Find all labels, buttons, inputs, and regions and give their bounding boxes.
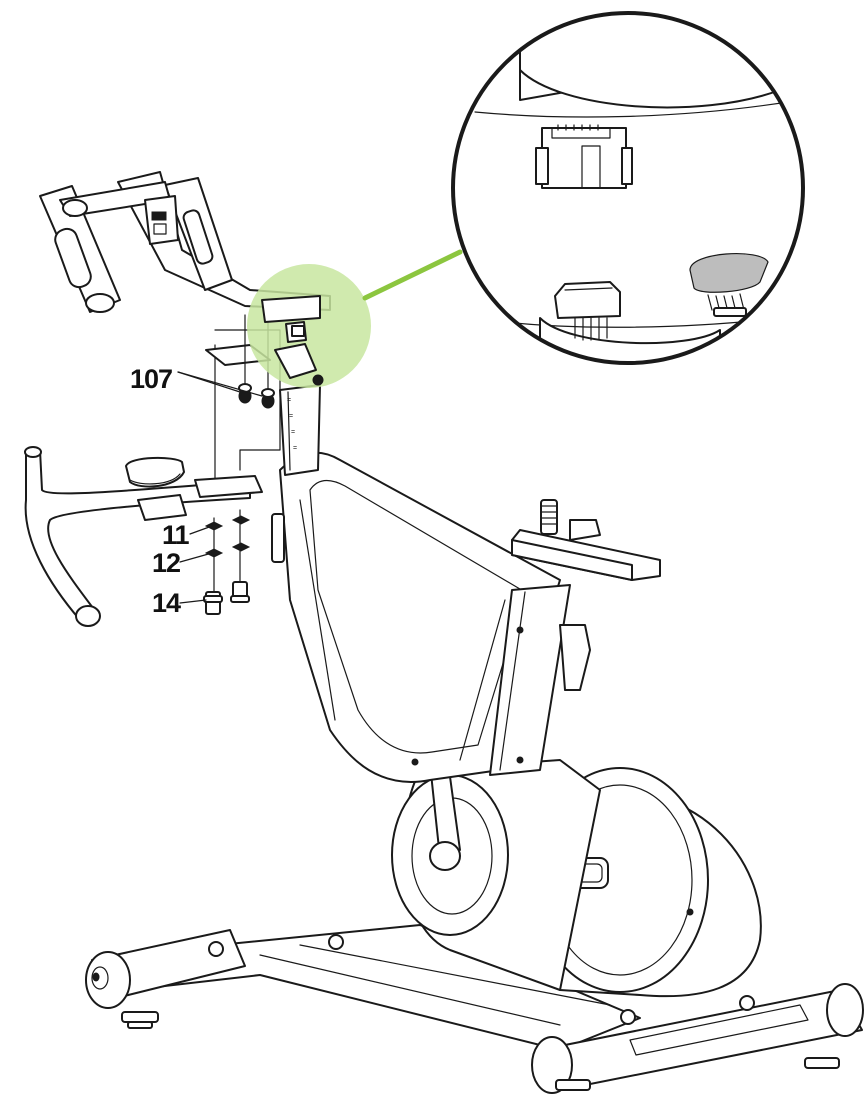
callout-12: 12 [152, 548, 213, 578]
lock-washer-12 [204, 542, 251, 558]
callout-11: 11 [162, 520, 213, 550]
cable-connector-icon [554, 281, 621, 341]
washer-11 [204, 515, 251, 531]
height-adjust-marks: = = = = [287, 397, 297, 452]
connector-highlight [247, 264, 371, 388]
console-connector-icon [535, 124, 633, 189]
callout-label-11: 11 [162, 520, 190, 550]
svg-text:=: = [291, 429, 295, 436]
seat-assembly [511, 499, 661, 581]
console-handlebar [39, 171, 331, 313]
callout-label-12: 12 [152, 548, 180, 578]
detail-magnifier [451, 11, 805, 365]
bolt-14 [203, 581, 250, 615]
callout-107: 107 [130, 364, 263, 397]
cable-pad-icon [689, 253, 769, 317]
detail-leader-line [362, 249, 463, 301]
svg-text:=: = [289, 413, 293, 420]
callout-label-107: 107 [130, 364, 172, 394]
lower-handlebar [24, 446, 285, 627]
crank-housing [391, 739, 601, 991]
svg-text:=: = [287, 397, 291, 404]
callout-14: 14 [152, 588, 207, 618]
main-frame: = = = = [279, 384, 694, 916]
callout-label-14: 14 [152, 588, 181, 618]
hardware-stack [203, 314, 275, 615]
svg-text:=: = [293, 445, 297, 452]
bike-base [85, 924, 864, 1094]
